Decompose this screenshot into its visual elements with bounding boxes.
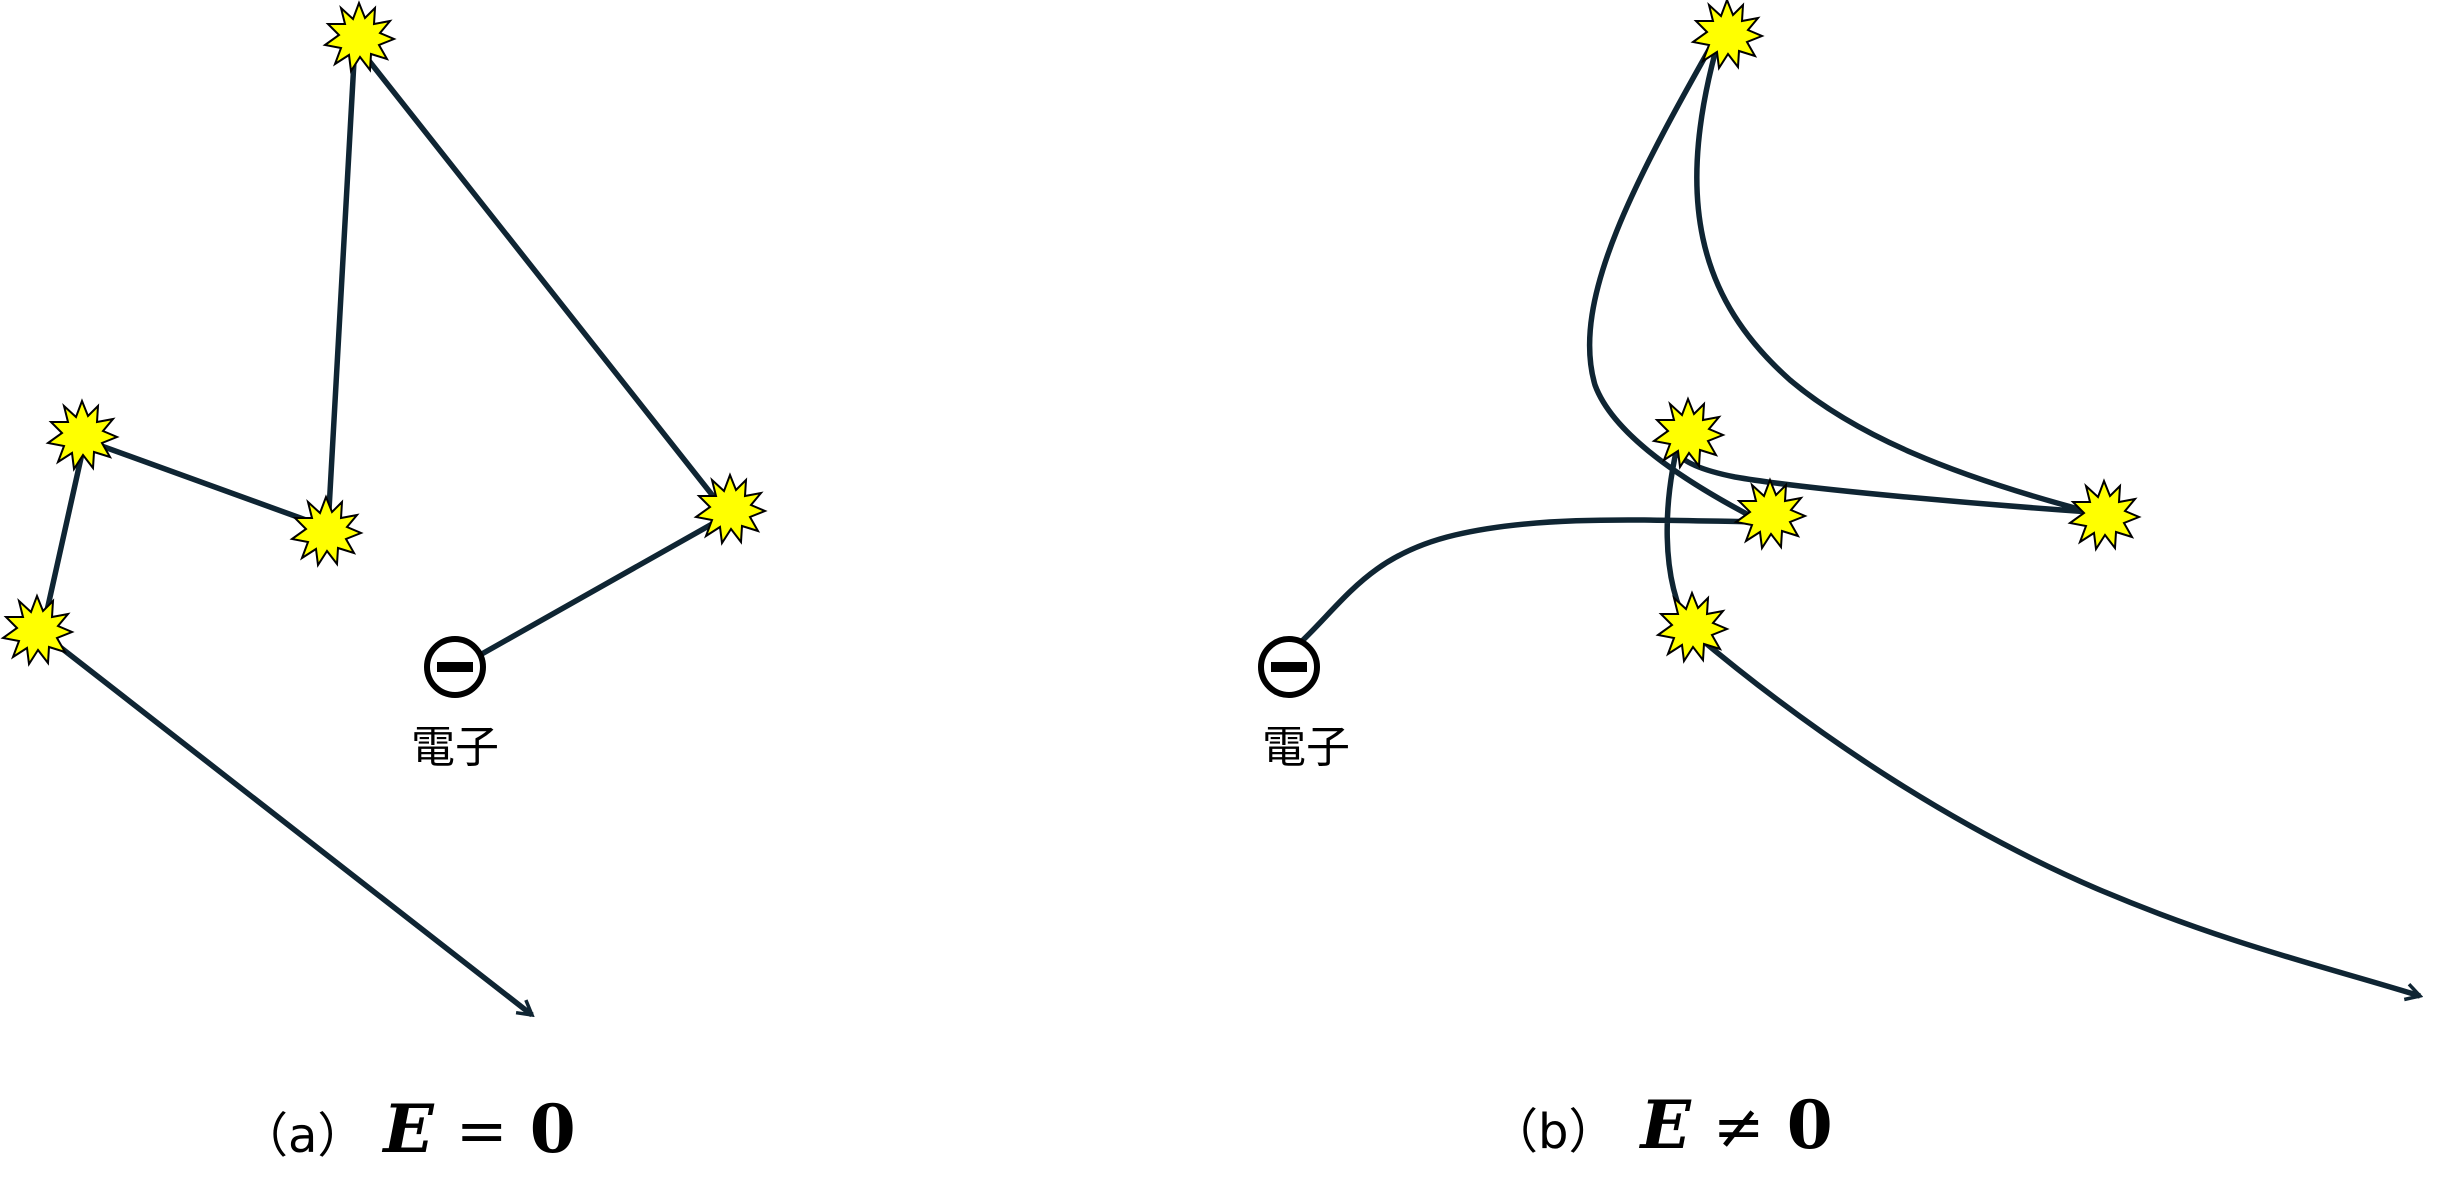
panel-a: 電子 （a） E = 0 [2, 2, 766, 1168]
panel-b-trajectory [1298, 22, 2420, 996]
collision-burst-icon [2, 595, 73, 665]
collision-burst-icon [1735, 479, 1806, 549]
panel-a-trajectory [38, 35, 733, 1018]
electron-label: 電子 [1262, 722, 1350, 773]
electron-icon [1258, 636, 1320, 698]
collision-burst-icon [1653, 398, 1724, 468]
panel-b: 電子 （b） E ≠ 0 [1258, 0, 2420, 1164]
collision-burst-icon [324, 2, 395, 72]
collision-burst-icon [1692, 0, 1763, 69]
panel-a-caption: （a） E = 0 [240, 1090, 576, 1168]
panel-b-caption: （b） E ≠ 0 [1490, 1086, 1833, 1164]
electron-icon [424, 636, 486, 698]
collision-burst-icon [2069, 480, 2140, 550]
electron-label: 電子 [411, 722, 499, 773]
collision-burst-icon [291, 496, 362, 566]
